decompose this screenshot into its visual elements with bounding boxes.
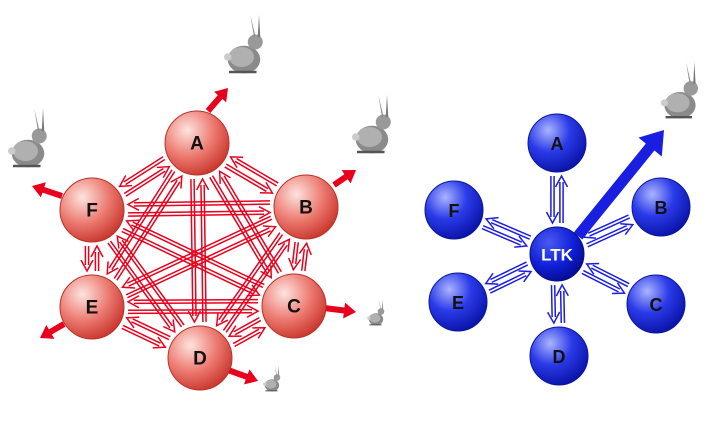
- rabbit-icon: [350, 93, 392, 155]
- left-out-arrow-f: [32, 182, 63, 199]
- node-label: B: [655, 198, 668, 218]
- link-A-F: [118, 156, 171, 197]
- spoke-f: [481, 216, 532, 248]
- node-label: A: [190, 134, 204, 155]
- link-C-F: [121, 219, 265, 297]
- link-D-F: [107, 234, 185, 334]
- left-out-arrow-e: [40, 321, 66, 339]
- rabbit-icon: [6, 107, 48, 169]
- left-node-a: A: [164, 110, 230, 176]
- link-C-E: [126, 295, 260, 318]
- left-node-f: F: [59, 177, 125, 243]
- rabbit-icon: [366, 298, 385, 326]
- link-E-F: [80, 244, 104, 273]
- right-node-c: C: [626, 274, 686, 334]
- left-network-links: [32, 88, 356, 385]
- left-out-arrow-c: [323, 302, 356, 319]
- left-out-arrow-a: [205, 88, 228, 113]
- rabbit-icon: [262, 364, 281, 392]
- node-label: D: [553, 347, 566, 367]
- node-label: C: [650, 295, 663, 315]
- hub-label: LTK: [541, 246, 574, 265]
- spoke-d: [546, 283, 569, 325]
- left-node-e: E: [59, 274, 125, 340]
- right-node-e: E: [428, 272, 488, 332]
- left-out-arrow-d: [226, 367, 258, 385]
- node-label: B: [299, 198, 313, 219]
- spoke-a: [545, 174, 569, 225]
- rabbit-icon: [659, 60, 700, 120]
- link-B-F: [126, 197, 272, 220]
- left-node-d: D: [167, 325, 233, 391]
- rabbit-icon: [222, 13, 264, 75]
- hub-node-ltk: LTK: [529, 226, 585, 282]
- left-node-b: B: [273, 174, 339, 240]
- link-C-D: [227, 316, 267, 348]
- left-out-arrow-b: [332, 170, 356, 188]
- link-A-C: [209, 170, 282, 279]
- spoke-c: [581, 262, 630, 295]
- right-network-nodes: A B C D E F LTK: [424, 113, 691, 386]
- node-label: F: [86, 201, 98, 222]
- node-label: E: [86, 298, 99, 319]
- right-node-b: B: [631, 177, 691, 237]
- node-label: E: [452, 293, 464, 313]
- hub-out-arrow: [573, 130, 664, 240]
- left-node-c: C: [261, 273, 327, 339]
- link-D-E: [121, 316, 171, 349]
- node-label: A: [551, 134, 564, 154]
- node-label: C: [287, 297, 301, 318]
- right-node-a: A: [527, 113, 587, 173]
- right-node-f: F: [424, 180, 484, 240]
- spoke-e: [484, 261, 533, 294]
- right-network-links: [481, 130, 664, 325]
- node-label: D: [193, 349, 207, 370]
- left-network-nodes: A B C D E F: [59, 110, 339, 391]
- link-B-C: [288, 241, 312, 272]
- spoke-b: [581, 214, 635, 248]
- node-label: F: [449, 201, 460, 221]
- link-A-B: [224, 156, 279, 194]
- right-node-d: D: [529, 326, 589, 386]
